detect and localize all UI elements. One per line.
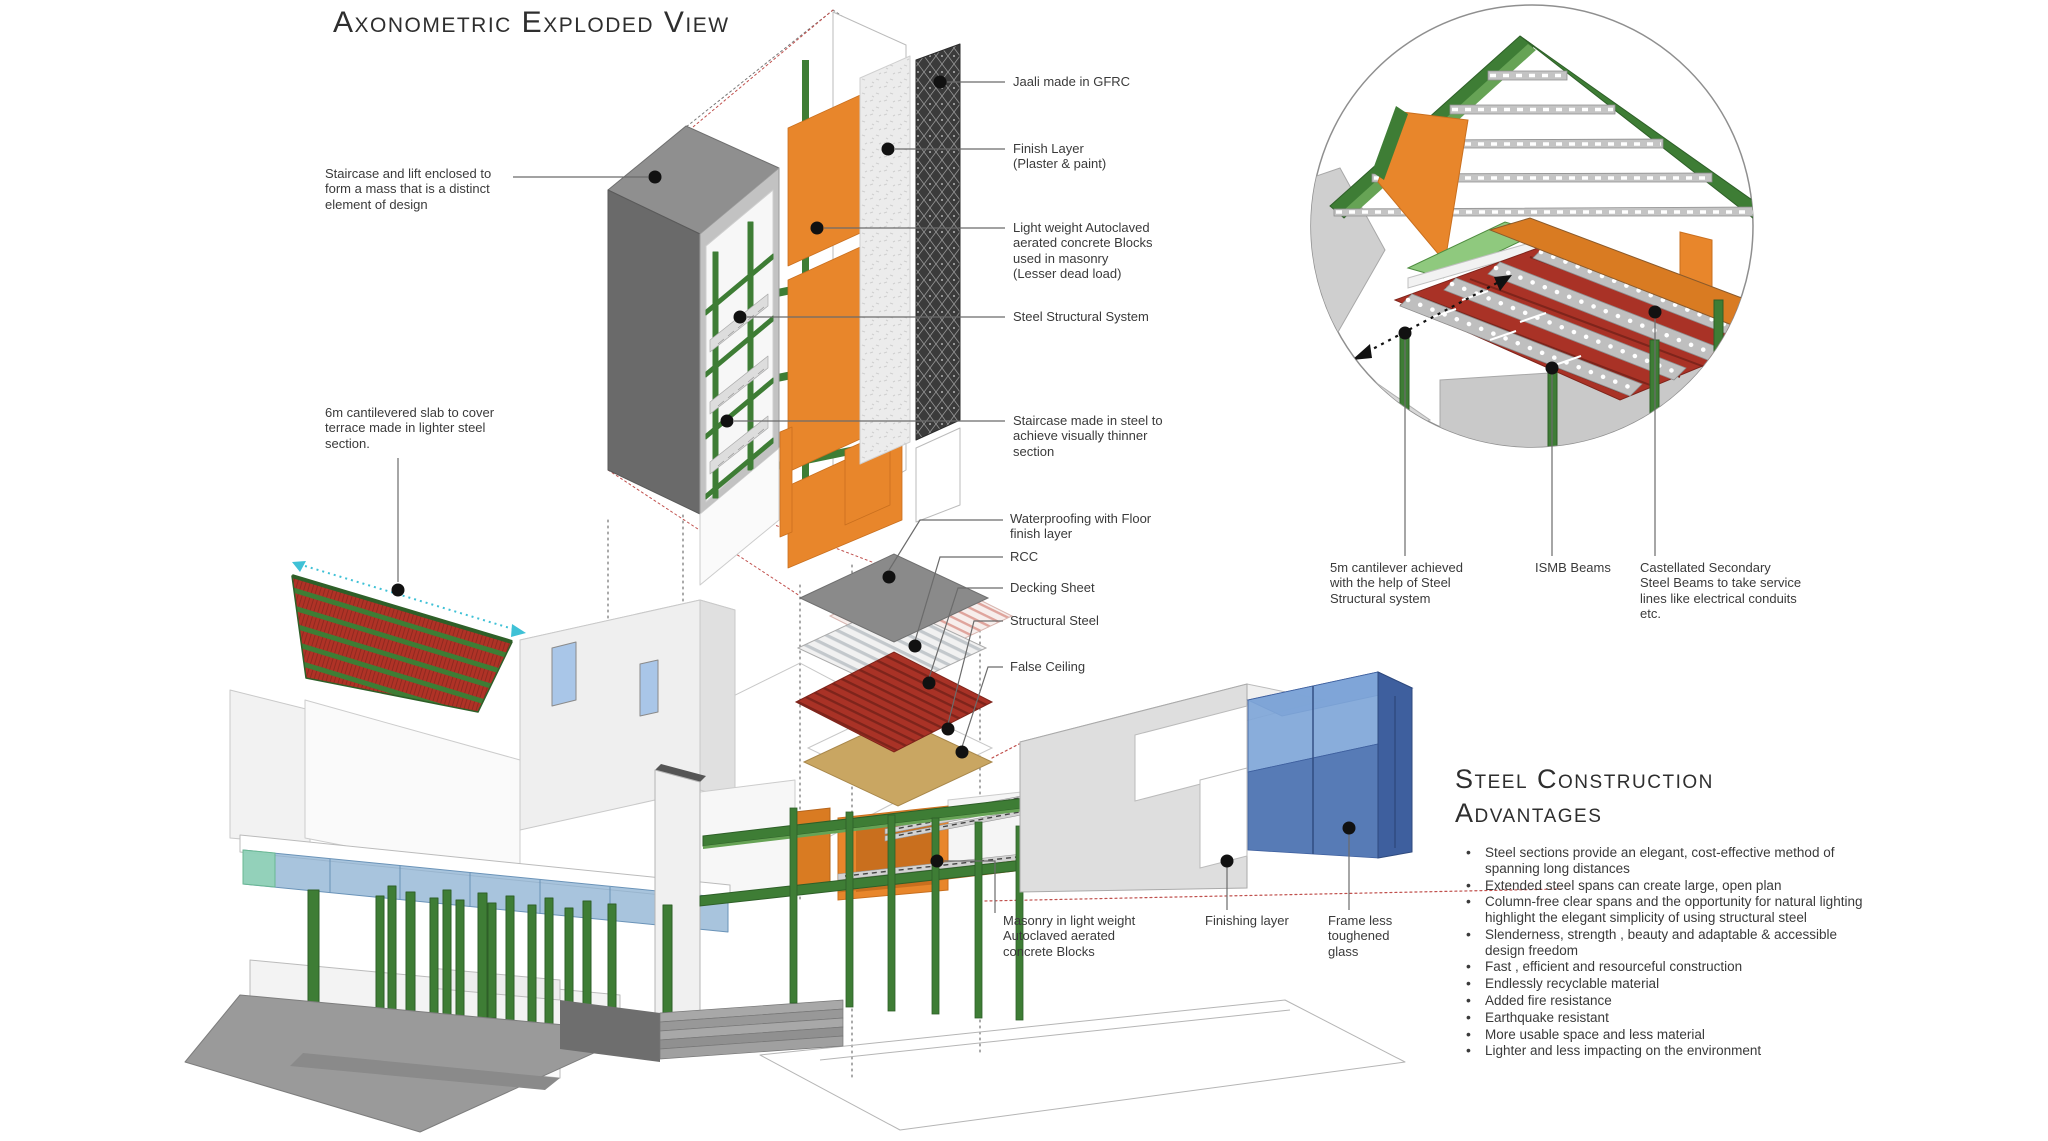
cantilevered-roof-slab xyxy=(291,574,513,713)
label-staircase-steel: Staircase made in steel to achieve visua… xyxy=(1013,413,1163,459)
detail-circle xyxy=(1310,4,1754,448)
callouts xyxy=(391,75,1662,913)
page-title: Axonometric Exploded View xyxy=(333,6,730,39)
label-masonry: Masonry in light weight Autoclaved aerat… xyxy=(1003,913,1136,959)
advantage-item: Endlessly recyclable material xyxy=(1458,975,1866,992)
span-arrow-icon xyxy=(292,561,526,637)
staircase-mass xyxy=(607,125,780,586)
label-cantilever-5m: 5m cantilever achieved with the help of … xyxy=(1330,560,1463,606)
frameless-glass-volume xyxy=(1246,671,1414,859)
callout-dot xyxy=(922,676,936,690)
building-axon xyxy=(184,561,1406,1133)
window-glass xyxy=(551,641,577,707)
waterproofing-layer xyxy=(798,553,990,643)
finish-layer-panel xyxy=(859,55,911,465)
callout-dot xyxy=(881,142,895,156)
cantilever-arrow-icon xyxy=(1352,275,1512,360)
advantage-item: Steel sections provide an elegant, cost-… xyxy=(1458,844,1866,877)
advantages-list: Steel sections provide an elegant, cost-… xyxy=(1458,844,1866,1060)
glass-box-volume xyxy=(1019,671,1414,893)
callout-dot xyxy=(955,745,969,759)
label-cantilever-slab: 6m cantilevered slab to cover terrace ma… xyxy=(325,405,495,451)
advantage-item: Earthquake resistant xyxy=(1458,1009,1866,1026)
label-ismb-beams: ISMB Beams xyxy=(1535,560,1611,575)
label-rcc: RCC xyxy=(1010,549,1039,564)
callout-dot xyxy=(941,722,955,736)
callout-dot xyxy=(908,639,922,653)
label-structural-steel: Structural Steel xyxy=(1010,613,1099,628)
advantage-item: More usable space and less material xyxy=(1458,1026,1866,1043)
callout-dot xyxy=(648,170,662,184)
callout-dot xyxy=(1342,821,1356,835)
entry-steps xyxy=(659,999,844,1060)
label-frameless-glass: Frame less toughened glass xyxy=(1328,913,1393,959)
advantage-item: Column-free clear spans and the opportun… xyxy=(1458,893,1866,926)
callout-dot xyxy=(930,854,944,868)
window-glass xyxy=(639,659,659,717)
callout-dot xyxy=(391,583,405,597)
label-waterproofing: Waterproofing with Floor finish layer xyxy=(1010,511,1152,542)
advantage-item: Extended steel spans can create large, o… xyxy=(1458,877,1866,894)
label-finish-layer: Finish Layer (Plaster & paint) xyxy=(1013,141,1107,172)
jaali-panel xyxy=(915,43,961,441)
label-aac-blocks: Light weight Autoclaved aerated concrete… xyxy=(1013,220,1153,281)
callout-dot xyxy=(733,310,747,324)
callout-dot xyxy=(1545,361,1559,375)
callout-dot xyxy=(933,75,947,89)
advantage-item: Slenderness, strength , beauty and adapt… xyxy=(1458,926,1866,959)
callout-dot xyxy=(1398,326,1412,340)
label-staircase-mass: Staircase and lift enclosed to form a ma… xyxy=(325,166,492,212)
advantage-item: Lighter and less impacting on the enviro… xyxy=(1458,1042,1866,1059)
glass-balustrade xyxy=(242,849,729,933)
callout-dots xyxy=(391,75,1662,868)
callout-dot xyxy=(720,414,734,428)
callout-dot xyxy=(810,221,824,235)
advantages-heading: Steel Construction Advantages xyxy=(1455,764,1714,828)
callout-dot xyxy=(1220,854,1234,868)
label-steel-system: Steel Structural System xyxy=(1013,309,1149,324)
label-decking-sheet: Decking Sheet xyxy=(1010,580,1095,595)
exploded-tower xyxy=(607,11,961,586)
callout-dot xyxy=(1648,305,1662,319)
callout-dot xyxy=(882,570,896,584)
label-finishing-layer: Finishing layer xyxy=(1205,913,1289,928)
advantage-item: Added fire resistance xyxy=(1458,992,1866,1009)
label-castellated: Castellated Secondary Steel Beams to tak… xyxy=(1640,560,1802,621)
label-false-ceiling: False Ceiling xyxy=(1010,659,1086,674)
advantage-item: Fast , efficient and resourceful constru… xyxy=(1458,958,1866,975)
label-jaali: Jaali made in GFRC xyxy=(1013,74,1131,89)
